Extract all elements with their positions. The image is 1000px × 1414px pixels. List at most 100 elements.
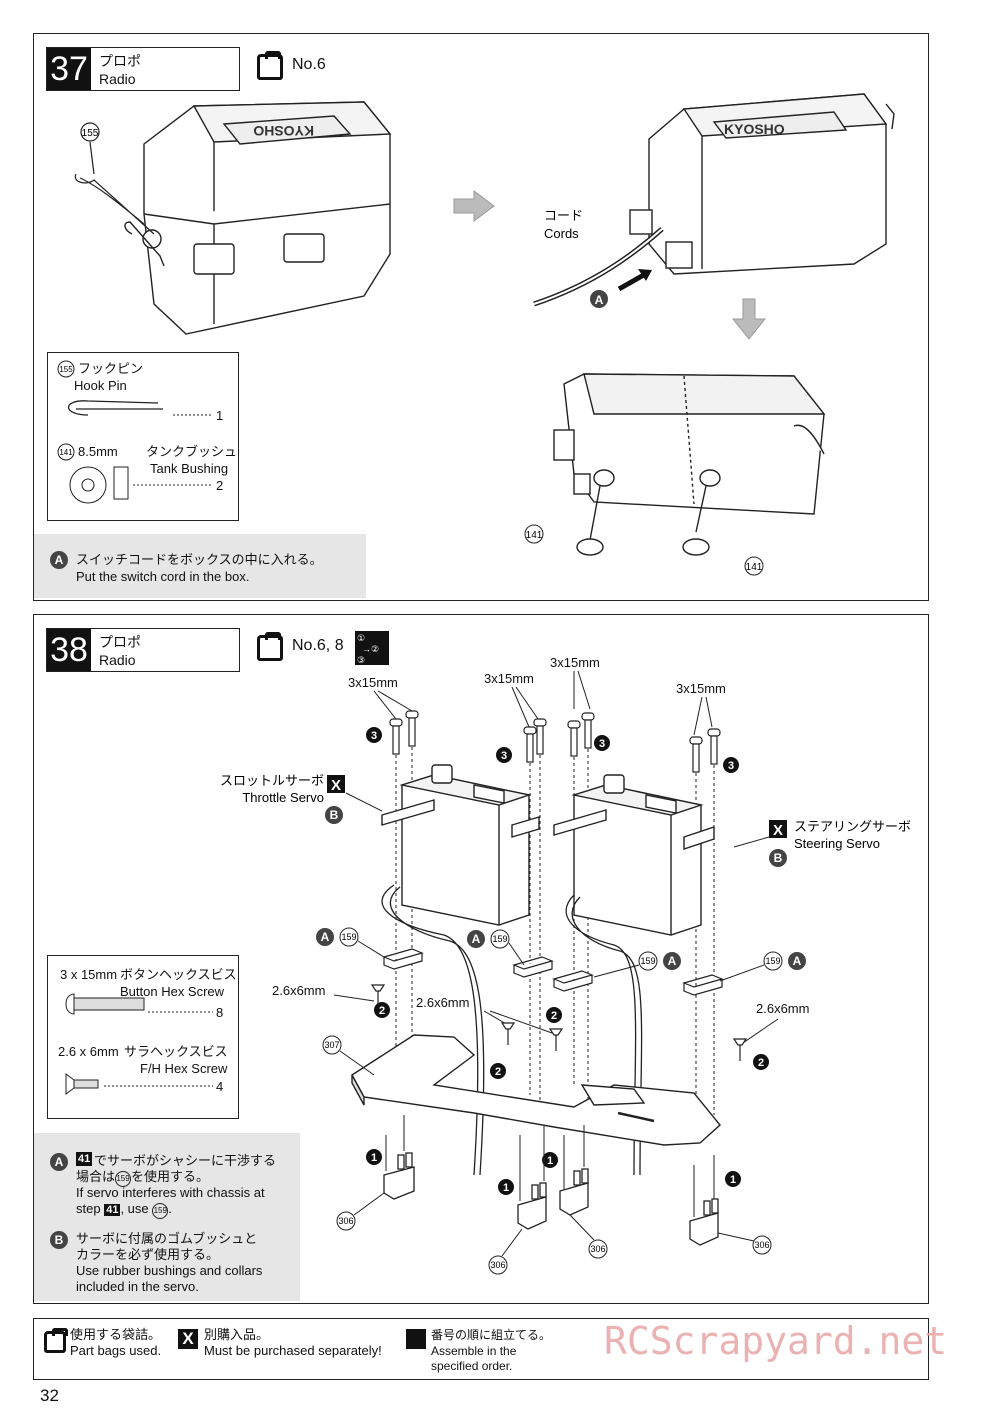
svg-text:159: 159 — [492, 934, 507, 944]
receiver-box-bottom — [553, 373, 826, 515]
step-label-en: Radio — [99, 71, 136, 87]
fh-hex-screw-drawing — [65, 1073, 75, 1095]
footer-x-jp: 別購入品。 — [204, 1327, 270, 1342]
bushing-en: Tank Bushing — [150, 461, 229, 476]
steering-servo-en: Steering Servo — [794, 836, 880, 851]
note-b-en-2: included in the servo. — [76, 1279, 199, 1294]
svg-text:1: 1 — [730, 1174, 736, 1186]
bushing-qty: 2 — [216, 478, 224, 493]
svg-text:B: B — [330, 808, 339, 822]
step-37-parts-legend: 155 141 フックピン Hook Pin 1 8.5mm タンクブッシュ T… — [47, 352, 239, 521]
note-jp: スイッチコードをボックスの中に入れる。 — [76, 552, 323, 567]
note-b-jp-1: サーボに付属のゴムブッシュと — [76, 1231, 258, 1246]
svg-text:306: 306 — [490, 1260, 505, 1270]
fh-screw-label: 2.6x6mm — [416, 995, 469, 1010]
arrow-right-icon — [453, 190, 495, 222]
note-a-en-1: If servo interferes with chassis at — [76, 1185, 265, 1200]
page-number: 32 — [40, 1386, 59, 1405]
screw-size-label: 3x15mm — [348, 675, 398, 690]
footer-bag-en: Part bags used. — [70, 1343, 162, 1358]
svg-text:159: 159 — [765, 956, 780, 966]
svg-text:1: 1 — [371, 1152, 377, 1164]
svg-text:X: X — [773, 822, 783, 839]
svg-text:2: 2 — [495, 1066, 501, 1078]
svg-text:B: B — [774, 851, 783, 865]
note-a-jp-2: 場合は — [76, 1169, 116, 1184]
note-b-en-1: Use rubber bushings and collars — [76, 1263, 263, 1278]
step-38-illustration: 3x15mm 3x15mm 3x15mm 3x15mm 2.6x6mm 2.6x… — [220, 655, 911, 1275]
svg-text:306: 306 — [338, 1216, 353, 1226]
step-number: 38 — [47, 629, 91, 671]
cord-label-en: Cords — [544, 226, 579, 241]
note-marker: A — [50, 551, 68, 569]
note-a-marker: A — [50, 1153, 68, 1171]
svg-text:KYOSHO: KYOSHO — [724, 121, 785, 137]
bushing-size: 8.5mm — [78, 444, 118, 459]
bag-icon — [44, 1328, 68, 1353]
svg-text:X: X — [331, 777, 341, 794]
screw-size-label: 3x15mm — [550, 655, 600, 670]
svg-text:A: A — [668, 954, 677, 968]
footer-order-jp: 番号の順に組立てる。 — [431, 1328, 552, 1342]
svg-text:A: A — [793, 954, 802, 968]
step-label-jp: プロポ — [99, 53, 141, 69]
fh-screw-label: 2.6x6mm — [756, 1001, 809, 1016]
hook-pin-jp: フックピン — [78, 361, 144, 376]
note-en: Put the switch cord in the box. — [76, 569, 250, 584]
throttle-servo — [381, 764, 540, 926]
note-b-marker: B — [50, 1231, 68, 1249]
button-screws — [389, 710, 721, 773]
note-b-jp-2: カラーを必ず使用する。 — [76, 1247, 220, 1262]
svg-text:2: 2 — [379, 1005, 385, 1017]
step-38-parts-legend: 3 x 15mm ボタンヘックスビス Button Hex Screw 8 2.… — [47, 955, 239, 1119]
legend-141-id: 141 — [59, 448, 73, 457]
svg-text:3: 3 — [371, 730, 377, 742]
button-screw-en: Button Hex Screw — [120, 984, 225, 999]
screw-size-label: 3x15mm — [676, 681, 726, 696]
svg-text:3: 3 — [501, 750, 507, 762]
footer-x-en: Must be purchased separately! — [204, 1343, 382, 1358]
bag-number: No.6 — [292, 56, 326, 73]
bag-icon — [257, 51, 283, 80]
step-37-illustration: KYOSHO 155 KYOSHO コード Cords — [74, 93, 895, 576]
button-hex-screw-drawing — [65, 993, 75, 1015]
chassis-plate — [351, 1034, 721, 1146]
step-41-ref: 41 — [76, 1152, 93, 1166]
callout-141: 141 — [526, 530, 543, 541]
button-screw-size: 3 x 15mm — [60, 967, 118, 982]
step-37-header: 37 プロポ Radio — [46, 47, 240, 91]
arrow-down-icon — [731, 298, 767, 340]
svg-text:A: A — [321, 930, 330, 944]
fh-screw-qty: 4 — [216, 1079, 224, 1094]
step-label-jp: プロポ — [99, 634, 141, 650]
screw-size-label: 3x15mm — [484, 671, 534, 686]
fh-screw-label: 2.6x6mm — [272, 983, 325, 998]
fh-screw-size: 2.6 x 6mm — [58, 1044, 119, 1059]
svg-text:2: 2 — [758, 1057, 764, 1069]
bag-icon — [257, 632, 283, 661]
note-a-en-2: step — [76, 1201, 101, 1216]
svg-text:307: 307 — [324, 1040, 339, 1050]
step-number: 37 — [47, 48, 91, 90]
callout-155: 155 — [82, 128, 99, 139]
footer-bag-jp: 使用する袋詰。 — [70, 1327, 162, 1342]
svg-text:2: 2 — [551, 1010, 557, 1022]
svg-text:306: 306 — [590, 1244, 605, 1254]
footer-order-en-1: Assemble in the — [431, 1344, 517, 1358]
purchase-separately-icon: X — [178, 1329, 198, 1349]
svg-text:1: 1 — [547, 1155, 553, 1167]
fh-screw-jp: サラヘックスビス — [124, 1044, 228, 1059]
step-37-note: A スイッチコードをボックスの中に入れる。 Put the switch cor… — [34, 534, 366, 598]
bag-number: No.6, 8 — [292, 637, 344, 654]
sequence-icon — [406, 1329, 426, 1349]
marker-a: A — [595, 293, 604, 307]
hook-pin-callout — [74, 122, 155, 235]
footer-legend: 使用する袋詰。 Part bags used. X 別購入品。 Must be … — [33, 1318, 947, 1380]
callout-141: 141 — [746, 562, 763, 573]
hook-pin-qty: 1 — [216, 408, 224, 423]
bushing-jp: タンクブッシュ — [146, 444, 238, 459]
hook-pin-en: Hook Pin — [74, 378, 127, 393]
svg-text:A: A — [472, 932, 481, 946]
button-screw-jp: ボタンヘックスビス — [120, 967, 237, 982]
